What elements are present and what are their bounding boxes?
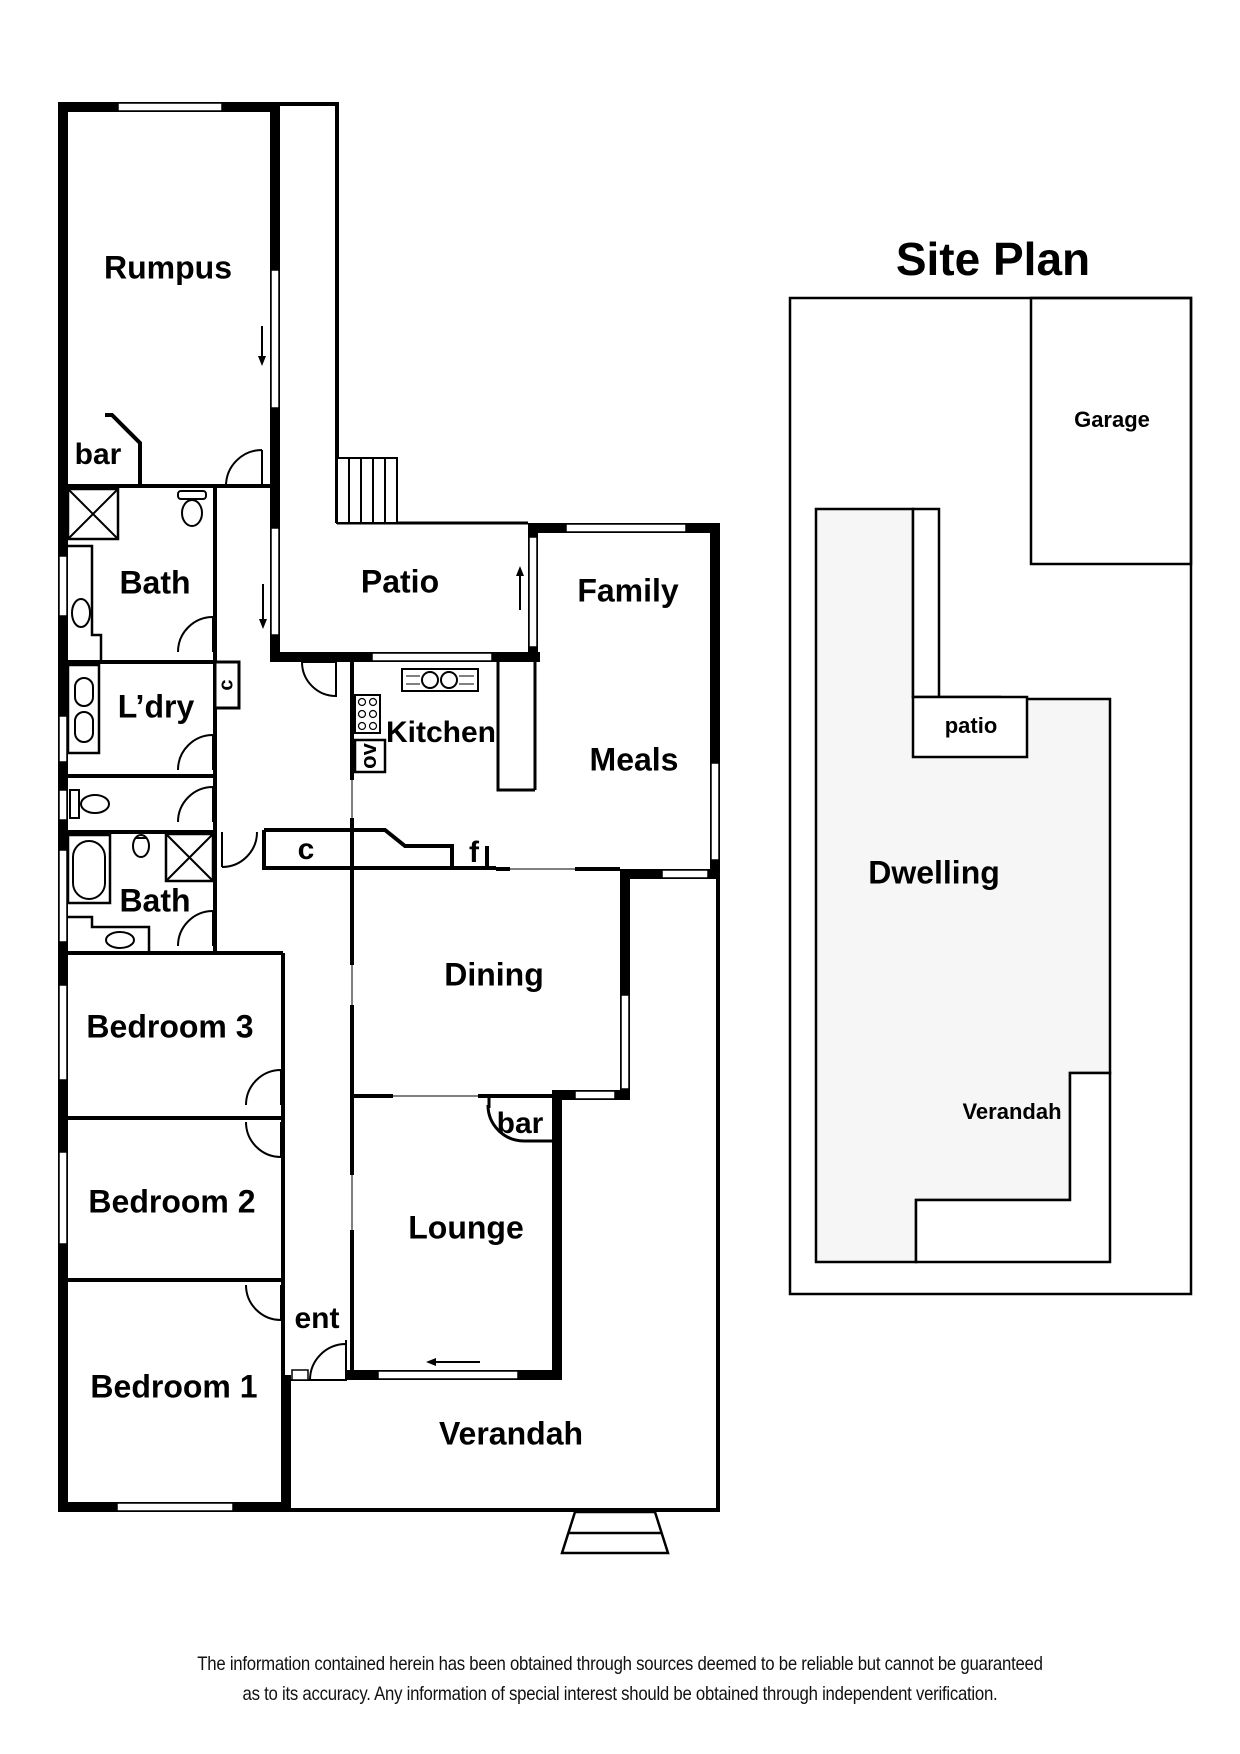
- room-label-entry: ent: [295, 1302, 340, 1335]
- shower-icon: [164, 832, 215, 883]
- room-label-fridge: f: [469, 836, 480, 869]
- site-plan-title: Site Plan: [896, 233, 1090, 285]
- doors: [177, 449, 552, 1381]
- door-linen: [221, 831, 258, 868]
- room-label-bedroom1: Bedroom 1: [90, 1368, 257, 1404]
- wall-bed1-right: [281, 1375, 291, 1512]
- door-entry: [309, 1343, 347, 1381]
- room-label-kitchen: Kitchen: [386, 716, 496, 749]
- site-plan: Site Plan Garage patio Dwelling Verandah: [788, 233, 1193, 1296]
- exterior-walls: [58, 102, 720, 1512]
- bathtub-icon: [66, 833, 112, 905]
- site-label-dwelling: Dwelling: [868, 854, 1000, 890]
- room-label-cupboard: c: [215, 679, 237, 690]
- room-label-bar: bar: [75, 438, 122, 471]
- room-label-verandah: Verandah: [439, 1415, 583, 1451]
- door-bath-lower: [177, 910, 214, 947]
- room-label-meals: Meals: [590, 741, 679, 777]
- door-wc: [177, 786, 214, 823]
- toilet-icon: [132, 834, 150, 858]
- toilet-icon: [177, 490, 207, 527]
- door-kitchen: [301, 661, 337, 698]
- site-side-strip: [911, 507, 941, 699]
- floor-plan: Rumpus bar Bath L’dry c Patio Family Kit…: [58, 102, 720, 1555]
- room-label-dining: Dining: [444, 956, 544, 992]
- room-label-lounge: Lounge: [408, 1209, 524, 1245]
- site-verandah: [914, 1071, 1112, 1264]
- room-label-bath-lower: Bath: [119, 882, 190, 918]
- site-label-verandah: Verandah: [962, 1099, 1061, 1124]
- room-label-bedroom2: Bedroom 2: [88, 1183, 255, 1219]
- oven-icon: [353, 738, 387, 774]
- patio-steps: [336, 457, 398, 524]
- door-bedroom2: [245, 1121, 282, 1158]
- site-label-patio: patio: [945, 713, 998, 738]
- room-label-bath-upper: Bath: [119, 564, 190, 600]
- room-label-bedroom3: Bedroom 3: [86, 1008, 253, 1044]
- sink-icon: [401, 668, 479, 692]
- disclaimer-line-2: as to its accuracy. Any information of s…: [242, 1683, 998, 1705]
- wall-lounge-right: [552, 1090, 562, 1378]
- windows: [58, 102, 720, 1512]
- room-label-family: Family: [577, 572, 679, 608]
- side-strip-outline: [280, 102, 339, 523]
- shower-icon: [66, 487, 120, 541]
- room-label-linen: c: [298, 833, 315, 866]
- door-bedroom3: [245, 1069, 282, 1106]
- wall-dining-right: [620, 869, 630, 1098]
- toilet-icon: [69, 789, 110, 819]
- door-bath-upper: [177, 616, 214, 653]
- laundry-tubs-icon: [66, 663, 101, 755]
- front-steps: [560, 1510, 670, 1555]
- disclaimer-line-1: The information contained herein has bee…: [197, 1653, 1043, 1675]
- room-label-rumpus: Rumpus: [104, 249, 232, 285]
- room-label-bar-lounge: bar: [497, 1107, 544, 1140]
- door-rumpus: [225, 449, 263, 487]
- wall-family-right: [710, 523, 720, 879]
- site-label-garage: Garage: [1074, 407, 1150, 432]
- site-garage: [1029, 296, 1193, 566]
- cooktop-icon: [354, 694, 381, 734]
- fixtures: [66, 413, 479, 953]
- site-boundary: [788, 296, 1193, 1296]
- room-label-oven: ov: [356, 742, 381, 768]
- room-label-laundry: L’dry: [118, 688, 195, 724]
- door-bedroom1: [245, 1284, 282, 1321]
- sliding-arrows: [258, 326, 524, 1366]
- site-patio: [911, 695, 1029, 759]
- door-laundry: [177, 734, 214, 771]
- verandah-outline: [291, 872, 720, 1512]
- door-bar: [486, 1104, 552, 1143]
- room-label-patio: Patio: [361, 563, 439, 599]
- room-labels: Rumpus bar Bath L’dry c Patio Family Kit…: [75, 249, 679, 1451]
